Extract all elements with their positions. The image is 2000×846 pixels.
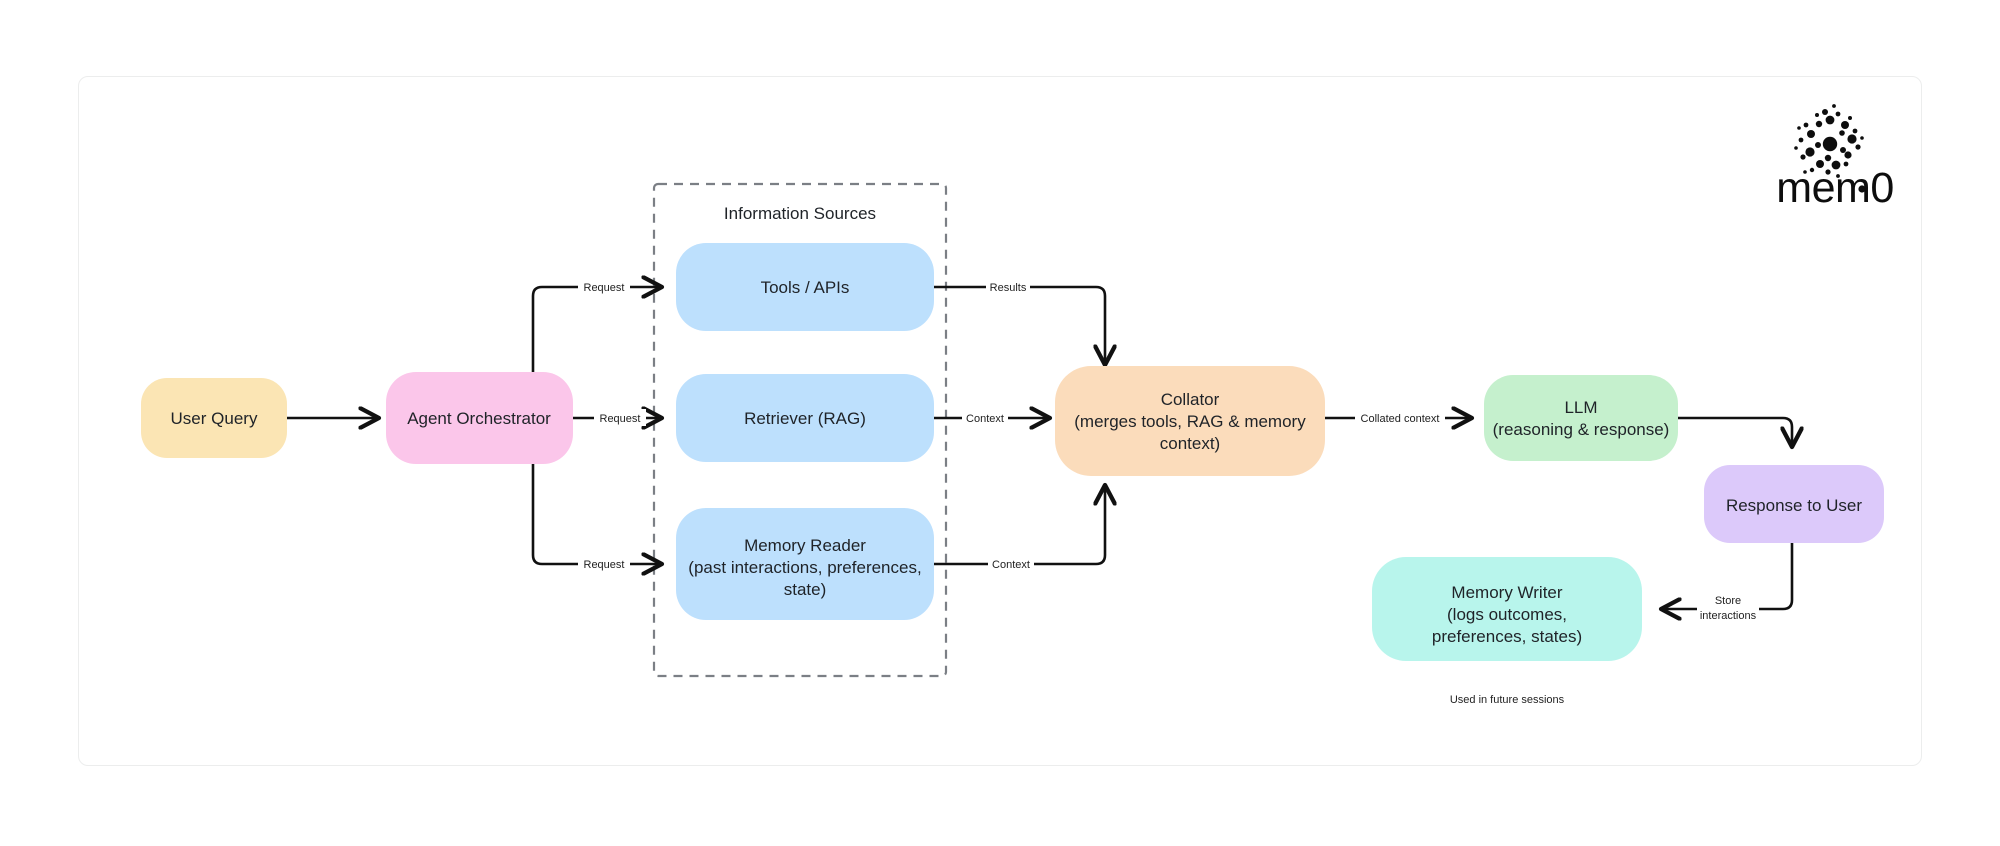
node-collator-line1: Collator xyxy=(1161,390,1220,409)
node-response-to-user-shape[interactable] xyxy=(1704,465,1884,543)
node-llm[interactable]: LLM (reasoning & response) xyxy=(1484,375,1678,461)
mem0-logo: mem0 xyxy=(1776,104,1894,212)
node-retriever-rag-label: Retriever (RAG) xyxy=(744,409,866,428)
edge-label-store-line1: Store xyxy=(1715,595,1741,607)
node-agent-orchestrator-label: Agent Orchestrator xyxy=(407,409,551,428)
edge-label-bg xyxy=(962,409,1008,426)
edge-orchestrator-to-retriever: Request xyxy=(573,409,660,426)
edge-label-bg xyxy=(578,555,630,572)
edge-retriever-to-collator: Context xyxy=(934,409,1048,426)
node-collator-line3: context) xyxy=(1160,434,1220,453)
edge-label-context-memory: Context xyxy=(992,559,1030,571)
edge-label-bg xyxy=(988,555,1034,572)
edge-orchestrator-to-tools: Request xyxy=(531,278,660,372)
node-llm-shape[interactable] xyxy=(1484,375,1678,461)
node-memory-writer[interactable]: Memory Writer (logs outcomes, preference… xyxy=(1372,557,1642,661)
node-response-to-user-label: Response to User xyxy=(1726,496,1862,515)
node-collator-shape[interactable] xyxy=(1055,366,1325,476)
node-user-query-shape[interactable] xyxy=(141,378,287,458)
edge-collator-to-llm: Collated context xyxy=(1325,409,1470,426)
edge-tools-to-collator: Results xyxy=(934,278,1105,363)
node-retriever-rag-shape[interactable] xyxy=(676,374,934,462)
node-collator-line2: (merges tools, RAG & memory xyxy=(1074,412,1306,431)
node-memory-reader-line1: Memory Reader xyxy=(744,536,866,555)
node-llm-line1: LLM xyxy=(1564,398,1597,417)
edge-label-request-tools: Request xyxy=(584,282,625,294)
edge-response-to-memory-writer: Store interactions xyxy=(1663,543,1794,623)
edge-llm-to-response xyxy=(1678,416,1792,445)
node-agent-orchestrator-shape[interactable] xyxy=(386,372,573,464)
edge-label-bg xyxy=(1697,591,1759,623)
mem0-zero-dot-icon xyxy=(1858,185,1866,193)
node-memory-reader[interactable]: Memory Reader (past interactions, prefer… xyxy=(676,508,934,620)
edge-label-store-line2: interactions xyxy=(1700,610,1757,622)
edge-label-bg xyxy=(578,278,630,295)
node-collator[interactable]: Collator (merges tools, RAG & memory con… xyxy=(1055,366,1325,476)
edge-label-bg xyxy=(986,278,1030,295)
node-memory-writer-line2: (logs outcomes, xyxy=(1447,605,1567,624)
edge-memory-reader-to-collator: Context xyxy=(934,487,1105,572)
edge-label-results: Results xyxy=(990,282,1027,294)
mem0-wordmark: mem0 xyxy=(1776,164,1893,212)
cluster-label: Information Sources xyxy=(724,204,876,223)
node-tools-apis-label: Tools / APIs xyxy=(761,278,850,297)
edge-label-bg xyxy=(594,409,646,426)
node-user-query[interactable]: User Query xyxy=(141,378,287,458)
node-tools-apis[interactable]: Tools / APIs xyxy=(676,243,934,331)
node-llm-line2: (reasoning & response) xyxy=(1493,420,1670,439)
node-response-to-user[interactable]: Response to User xyxy=(1704,465,1884,543)
node-memory-reader-shape[interactable] xyxy=(676,508,934,620)
node-tools-apis-shape[interactable] xyxy=(676,243,934,331)
node-memory-writer-line1: Memory Writer xyxy=(1451,583,1562,602)
node-retriever-rag[interactable]: Retriever (RAG) xyxy=(676,374,934,462)
node-user-query-label: User Query xyxy=(171,409,258,428)
note-used-in-future-sessions: Used in future sessions xyxy=(1450,694,1565,706)
edge-label-bg xyxy=(1355,409,1445,426)
edge-label-collated-context: Collated context xyxy=(1361,413,1440,425)
edge-label-context-retriever: Context xyxy=(966,413,1004,425)
edge-orchestrator-to-memory-reader: Request xyxy=(531,464,660,572)
cluster-information-sources: Information Sources xyxy=(652,182,948,678)
node-memory-reader-line3: state) xyxy=(784,580,827,599)
edge-label-request-retriever: Request xyxy=(600,413,641,425)
node-memory-writer-shape[interactable] xyxy=(1372,557,1642,661)
node-agent-orchestrator[interactable]: Agent Orchestrator xyxy=(386,372,573,464)
mem0-dots-logo-icon xyxy=(1794,104,1864,178)
cluster-border xyxy=(652,182,948,678)
edge-label-request-memory-reader: Request xyxy=(584,559,625,571)
node-memory-reader-line2: (past interactions, preferences, xyxy=(688,558,921,577)
node-memory-writer-line3: preferences, states) xyxy=(1432,627,1582,646)
